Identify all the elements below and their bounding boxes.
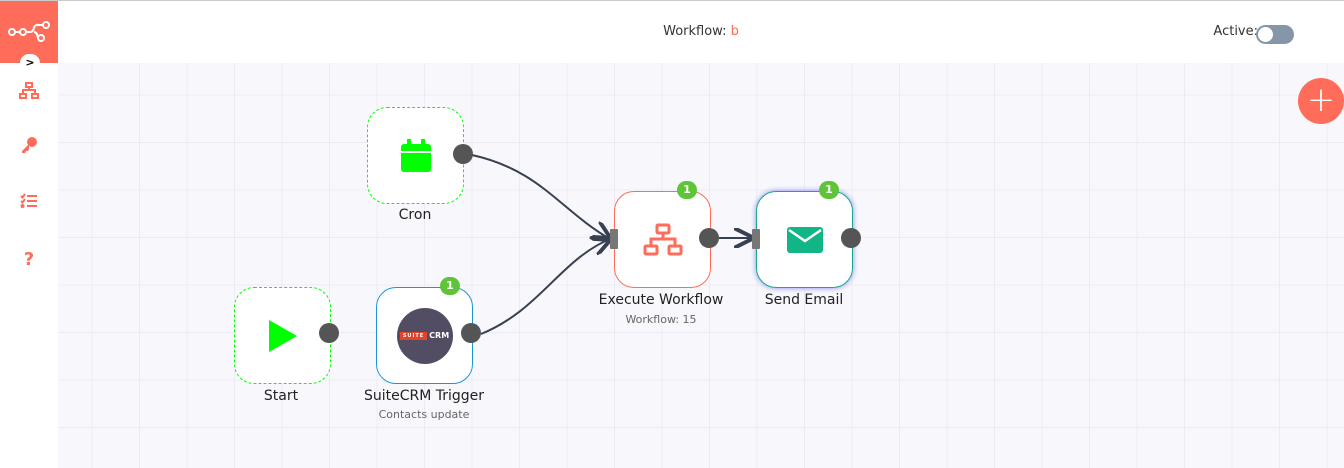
active-toggle[interactable] [1256, 25, 1294, 44]
credentials-icon[interactable] [17, 133, 41, 157]
node-label: Start [263, 388, 299, 404]
output-handle[interactable] [841, 228, 861, 248]
execution-count-badge: 1 [440, 277, 460, 295]
n8n-logo[interactable] [0, 1, 58, 63]
help-icon[interactable]: ? [23, 248, 35, 270]
calendar-icon [400, 138, 431, 172]
output-handle[interactable] [453, 144, 473, 164]
connection-cron-execute [471, 154, 610, 239]
input-handle[interactable] [752, 229, 760, 249]
node-label: Execute Workflow [598, 292, 724, 308]
executions-icon[interactable] [17, 189, 41, 213]
node-label: SuiteCRM Trigger [363, 388, 485, 404]
node-start[interactable] [234, 287, 331, 384]
sitemap-icon [643, 223, 682, 255]
workflow-title[interactable]: Workflow: b [663, 24, 739, 39]
node-cron[interactable] [367, 107, 464, 204]
node-subtitle: Workflow: 15 [625, 313, 697, 326]
node-label: Send Email [764, 292, 844, 308]
output-handle[interactable] [319, 323, 339, 343]
output-handle[interactable] [461, 323, 481, 343]
header: Workflow: b Active: [58, 1, 1344, 63]
node-execute-workflow[interactable] [614, 191, 711, 288]
add-node-button[interactable]: + [1298, 78, 1344, 124]
active-label: Active: [1213, 24, 1258, 39]
expand-sidebar-button[interactable]: > [20, 54, 40, 72]
workflows-icon[interactable] [17, 79, 41, 103]
node-send-email[interactable] [756, 191, 853, 288]
execution-count-badge: 1 [819, 181, 839, 199]
node-subtitle: Contacts update [378, 408, 470, 421]
play-icon [268, 319, 297, 352]
node-label: Cron [398, 207, 432, 223]
envelope-icon [786, 226, 823, 253]
workflow-name[interactable]: b [730, 24, 739, 39]
connection-suitecrm-execute [480, 239, 610, 335]
sidebar: > ? [0, 1, 58, 468]
input-handle[interactable] [610, 229, 618, 249]
execution-count-badge: 1 [677, 181, 697, 199]
output-handle[interactable] [699, 228, 719, 248]
